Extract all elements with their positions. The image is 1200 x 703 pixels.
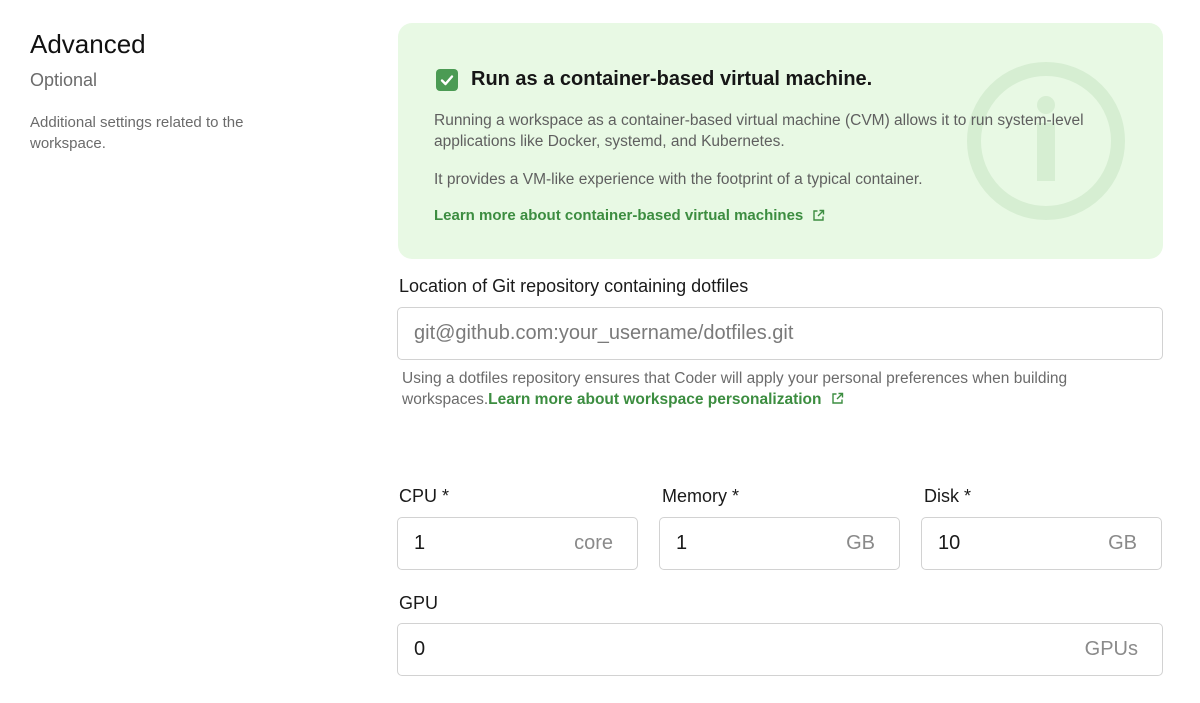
memory-unit: GB [846,532,875,554]
cpu-unit: core [574,532,613,554]
external-link-icon [813,209,825,221]
cvm-learn-more-link[interactable]: Learn more about container-based virtual… [434,207,825,224]
cvm-panel: Run as a container-based virtual machine… [398,23,1163,259]
disk-input[interactable]: 10 GB [921,517,1162,570]
dotfiles-learn-more-label: Learn more about workspace personalizati… [488,391,822,408]
disk-label: Disk * [924,486,972,506]
cvm-toggle-row[interactable]: Run as a container-based virtual machine… [436,68,872,91]
section-subtitle: Optional [30,70,98,90]
disk-value: 10 [938,532,961,554]
dotfiles-helper-text: Using a dotfiles repository ensures that… [402,370,1068,408]
dotfiles-learn-more-link[interactable]: Learn more about workspace personalizati… [488,391,843,408]
cpu-label: CPU * [399,486,450,506]
section-title: Advanced [30,29,146,59]
cvm-checkbox[interactable] [436,68,458,91]
external-link-icon [831,392,843,404]
cvm-description: Running a workspace as a container-based… [434,112,1084,150]
gpu-unit: GPUs [1084,638,1138,660]
memory-value: 1 [676,532,688,554]
gpu-input[interactable]: 0 GPUs [397,623,1163,676]
cvm-learn-more-label: Learn more about container-based virtual… [434,207,804,224]
dotfiles-input[interactable]: git@github.com:your_username/dotfiles.gi… [397,307,1163,360]
memory-label: Memory * [662,486,740,506]
cvm-checkbox-label[interactable]: Run as a container-based virtual machine… [471,68,873,90]
section-header: Advanced Optional Additional settings re… [30,28,280,154]
cpu-value: 1 [414,532,426,554]
info-icon [967,62,1125,220]
checkmark-icon [440,74,454,85]
gpu-label: GPU [399,593,439,613]
gpu-value: 0 [414,638,426,660]
cvm-description-secondary: It provides a VM-like experience with th… [434,171,923,188]
disk-unit: GB [1108,532,1137,554]
dotfiles-helper: Using a dotfiles repository ensures that… [402,368,1162,410]
cpu-input[interactable]: 1 core [397,517,638,570]
memory-input[interactable]: 1 GB [659,517,900,570]
dotfiles-placeholder: git@github.com:your_username/dotfiles.gi… [414,322,794,344]
dotfiles-label: Location of Git repository containing do… [399,276,749,296]
section-description: Additional settings related to the works… [30,114,244,152]
